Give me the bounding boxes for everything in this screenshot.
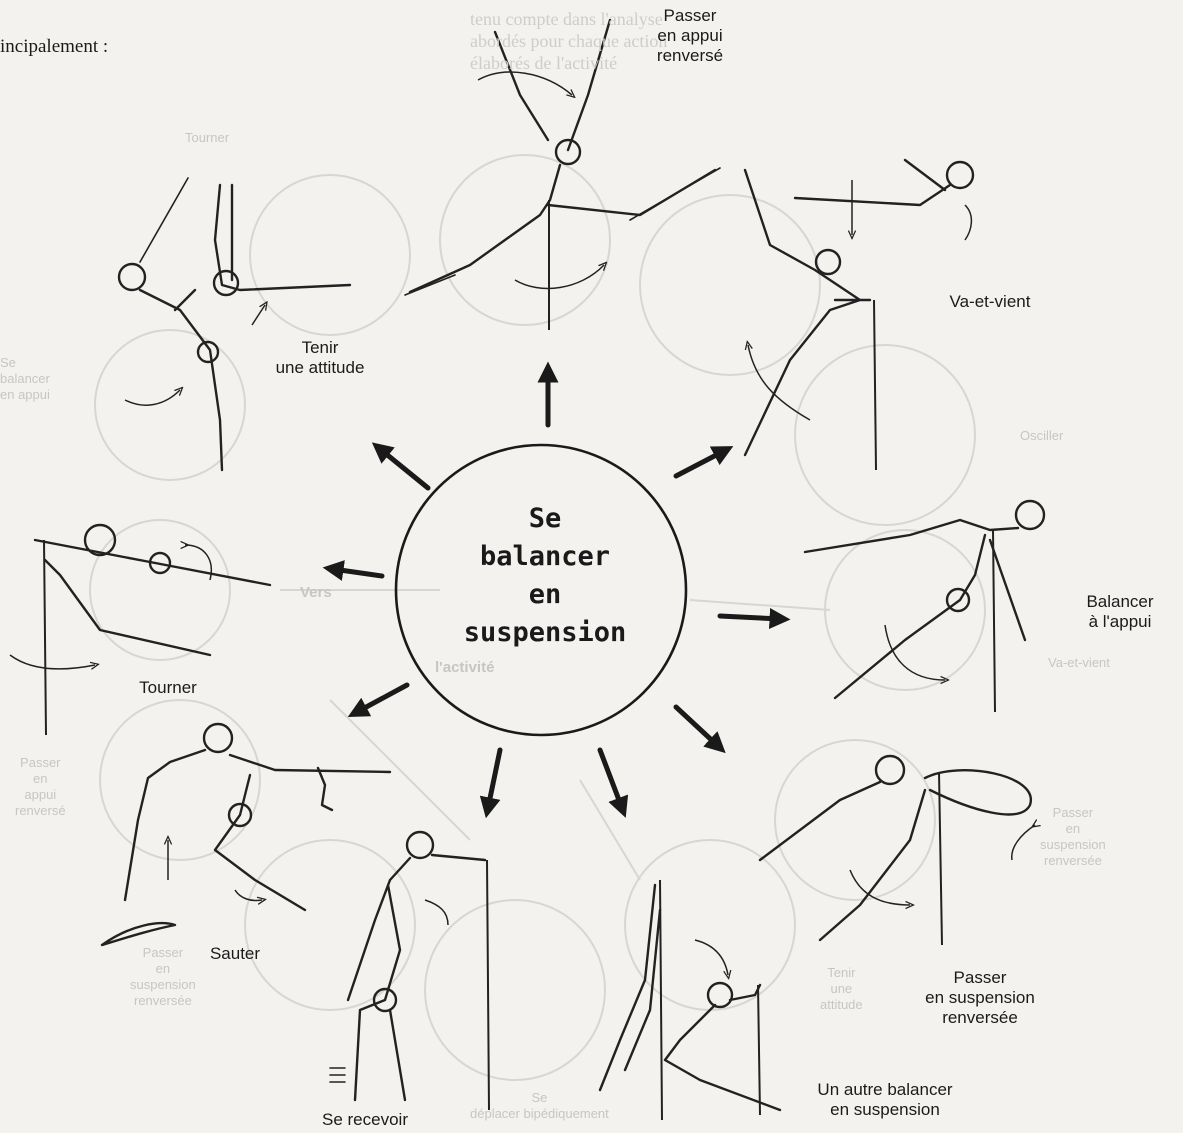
arrow-down-right bbox=[676, 707, 718, 746]
arrow-up-left bbox=[380, 449, 428, 488]
label-bottom-right-2: Un autre balancer en suspension bbox=[780, 1080, 990, 1120]
arrow-down bbox=[600, 750, 622, 808]
intro-text: incipalement : bbox=[0, 36, 108, 58]
ghost-label-11: l'activité bbox=[435, 660, 494, 676]
hub-title-line-4: suspension bbox=[430, 614, 660, 652]
label-top-right: Va-et-vient bbox=[930, 292, 1050, 312]
arrow-down-center bbox=[488, 750, 500, 808]
label-bottom-right: Passer en suspension renversée bbox=[895, 968, 1065, 1028]
arrow-down-left bbox=[357, 685, 407, 712]
label-top-left: Tenir une attitude bbox=[255, 338, 385, 378]
gymnast-figure-bottom-center bbox=[330, 832, 489, 1110]
ghost-label-8: Va-et-vient bbox=[1048, 655, 1110, 671]
gymnast-figure-top-right bbox=[745, 160, 973, 470]
gymnast-figure-left bbox=[10, 525, 270, 735]
hub-title-line-1: Se bbox=[430, 500, 660, 538]
hub-title-line-3: en bbox=[430, 576, 660, 614]
hub-title: Se balancer en suspension bbox=[430, 500, 660, 652]
ghost-label-9: Osciller bbox=[1020, 428, 1063, 444]
label-right: Balancer à l'appui bbox=[1070, 592, 1170, 632]
gymnast-figure-top-left bbox=[119, 178, 350, 470]
arrow-right bbox=[720, 616, 780, 619]
arrow-left bbox=[333, 569, 382, 576]
arrow-up-right bbox=[676, 451, 724, 476]
ghost-label-1: Tourner bbox=[185, 130, 229, 146]
label-top: Passer en appui renversé bbox=[630, 6, 750, 66]
ghost-label-10: Vers bbox=[300, 585, 332, 601]
hub-title-line-2: balancer bbox=[430, 538, 660, 576]
label-left: Tourner bbox=[118, 678, 218, 698]
gymnast-figure-bottom bbox=[600, 880, 780, 1120]
label-bottom: Se recevoir bbox=[300, 1110, 430, 1130]
gymnast-figure-bottom-right bbox=[760, 756, 1035, 945]
label-bottom-left: Sauter bbox=[195, 944, 275, 964]
